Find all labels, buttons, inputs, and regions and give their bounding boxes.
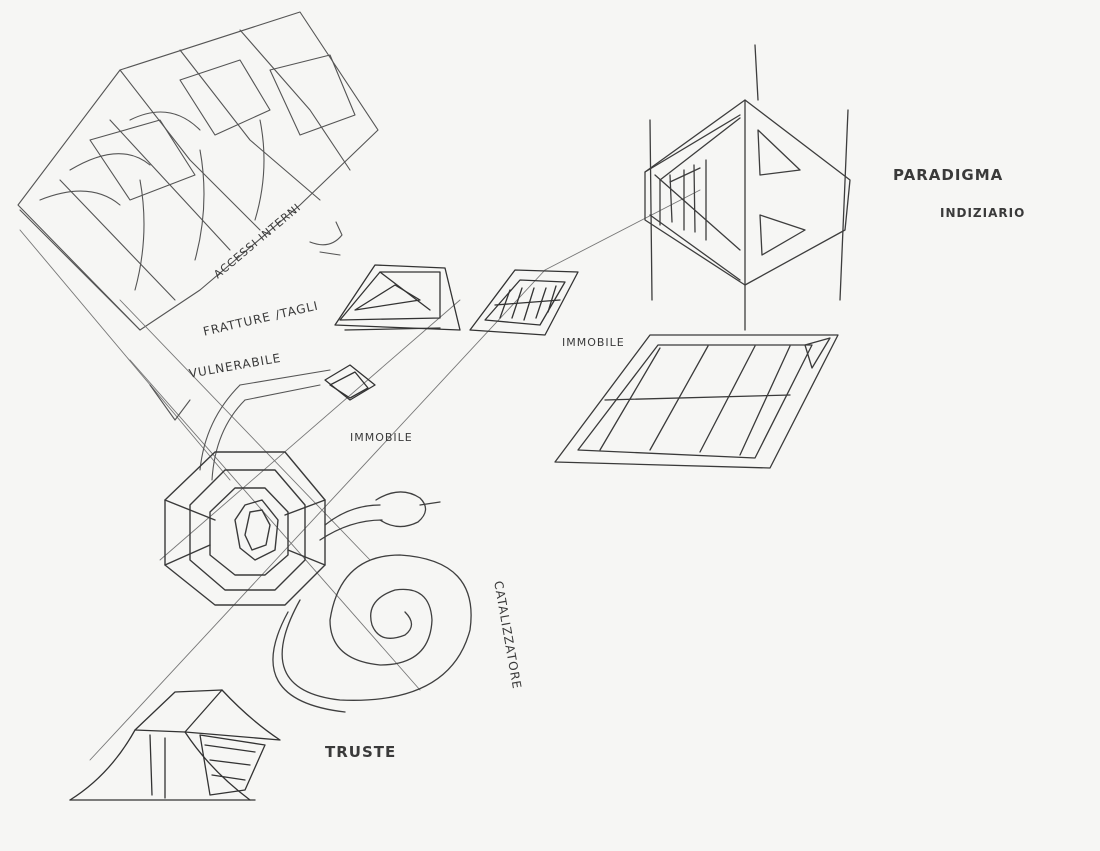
connector-path [149, 369, 331, 481]
paradigma-cube [644, 44, 851, 331]
truste-structure [69, 689, 281, 801]
immobile-wedge [324, 264, 461, 401]
accessi-interni-block [17, 11, 379, 331]
catalizzatore-spiral [272, 491, 472, 713]
label-paradigma: PARADIGMA [893, 166, 1004, 184]
construction-lines [19, 189, 701, 761]
octagon-nest [164, 451, 326, 606]
label-truste: TRUSTE [325, 743, 397, 761]
label-indiziario: INDIZIARIO [940, 206, 1026, 220]
label-immobile-center: IMMOBILE [350, 431, 413, 444]
immobile-tile-small [469, 269, 579, 336]
label-immobile-right: IMMOBILE [562, 336, 625, 349]
immobile-floor-large [554, 334, 839, 469]
